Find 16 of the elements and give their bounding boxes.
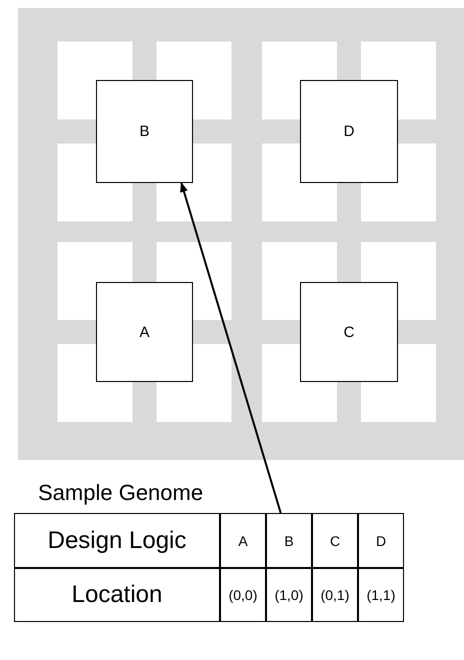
square-box: B [96,80,193,183]
table-cell: D [358,513,404,568]
table-cell: A [220,513,266,568]
table-cell: (0,1) [312,568,358,622]
table-cell: (1,0) [266,568,312,622]
table-cell: (0,0) [220,568,266,622]
row-header: Location [14,568,220,622]
square-box: D [300,80,398,183]
table-cell: (1,1) [358,568,404,622]
square-box: C [300,282,398,382]
table-cell: B [266,513,312,568]
arrow [180,182,282,514]
table-title: Sample Genome [38,480,204,506]
row-header: Design Logic [14,513,220,568]
square-box: A [96,282,193,382]
table-cell: C [312,513,358,568]
